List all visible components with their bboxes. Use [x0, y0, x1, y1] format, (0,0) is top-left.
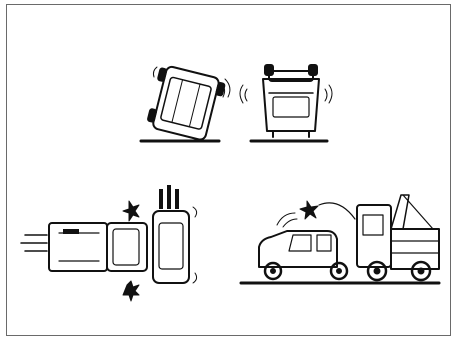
- car-under-truck-rear-collision-icon: [241, 195, 439, 283]
- vehicle-upside-down-on-roof-icon: [240, 65, 332, 141]
- side-impact-collision-icon: [21, 185, 197, 301]
- figure-frame: [6, 4, 451, 336]
- crash-illustrations: [7, 5, 452, 337]
- vehicle-tipping-on-side-icon: [141, 64, 230, 142]
